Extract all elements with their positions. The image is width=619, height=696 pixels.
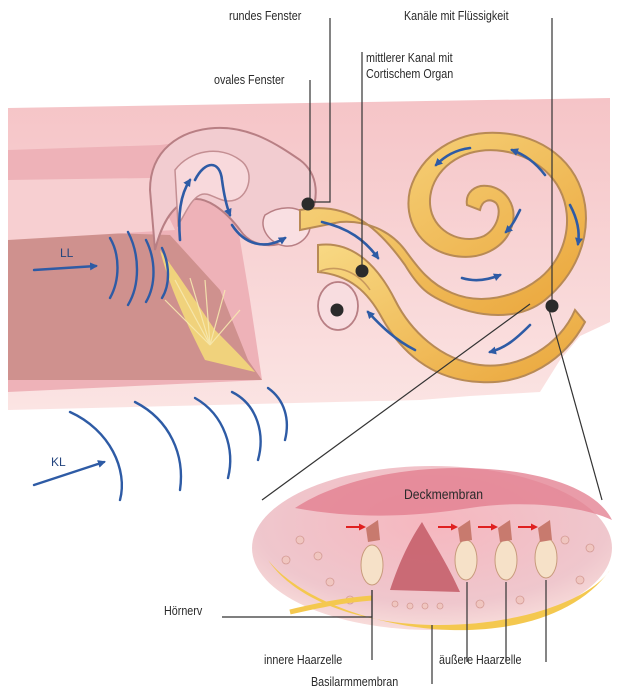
label-mittlerer-kanal-line2: Cortischem Organ <box>366 67 453 82</box>
label-hoernerv: Hörnerv <box>164 604 202 619</box>
label-kanaele-mit-fluessigkeit: Kanäle mit Flüssigkeit <box>404 9 509 24</box>
label-mittlerer-kanal-line1: mittlerer Kanal mit <box>366 51 453 66</box>
label-basilarmembran: Basilarmmembran <box>311 675 398 690</box>
label-ovales-fenster: ovales Fenster <box>214 73 285 88</box>
label-innere-haarzelle: innere Haarzelle <box>264 653 342 668</box>
label-ll: LL <box>60 246 73 261</box>
label-rundes-fenster: rundes Fenster <box>229 9 301 24</box>
label-aeussere-haarzelle: äußere Haarzelle <box>439 653 521 668</box>
label-deckmembran: Deckmembran <box>404 487 483 502</box>
label-kl: KL <box>51 455 66 470</box>
